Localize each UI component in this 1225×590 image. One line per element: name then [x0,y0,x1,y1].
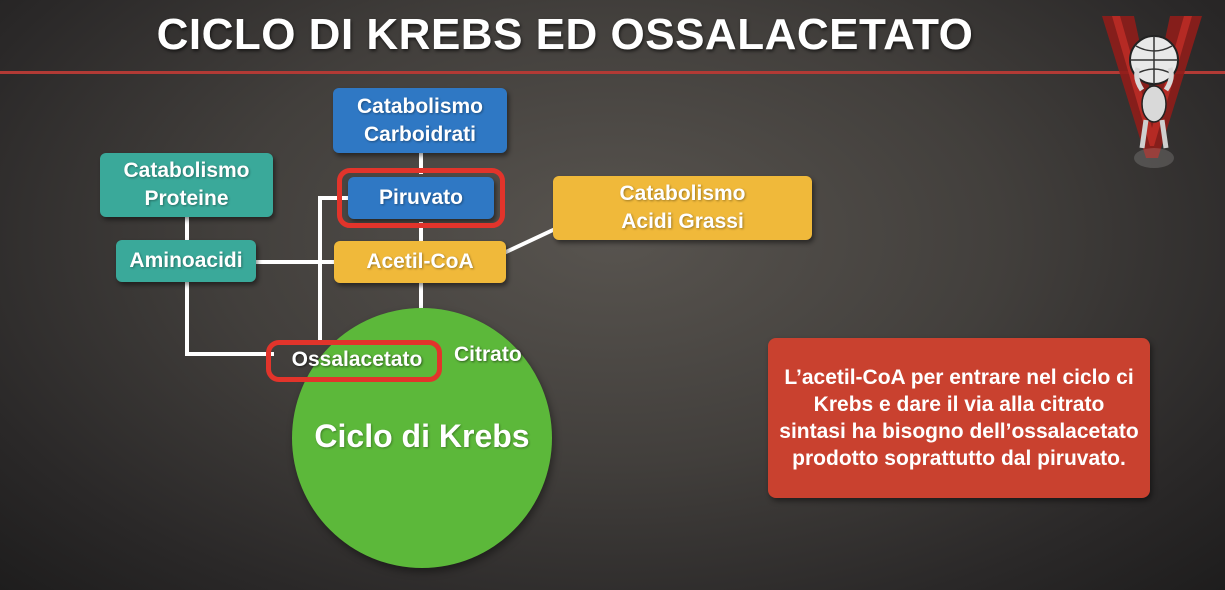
atlas-globe-logo-icon [1102,16,1202,168]
node-label-line1: Catabolismo [356,94,484,118]
node-catabolismo-carboidrati: Catabolismo Carboidrati [333,88,507,153]
line-acidigrassi-acetilcoa [503,227,556,255]
node-ossalacetato: Ossalacetato [291,348,423,371]
node-piruvato: Piruvato [348,177,494,219]
krebs-cycle-circle [292,308,552,568]
node-label-line1: Catabolismo [123,159,250,182]
slide-title: CICLO DI KREBS ED OSSALACETATO [156,10,974,59]
highlight-ossalacetato [266,340,442,382]
line-aminoacidi-ossalacetato [185,280,274,356]
explanation-note: L’acetil-CoA per entrare nel ciclo ci Kr… [768,338,1150,498]
node-citrato: Citrato [454,343,522,366]
node-acetil-coa: Acetil-CoA [334,241,506,283]
node-catabolismo-proteine: Catabolismo Proteine [100,153,273,217]
krebs-cycle-label: Ciclo di Krebs [314,418,530,454]
node-aminoacidi: Aminoacidi [116,240,256,282]
node-label-line2: Acidi Grassi [621,210,744,233]
note-text: L’acetil-CoA per entrare nel ciclo ci Kr… [779,366,1139,470]
node-label-line2: Carboidrati [363,122,476,146]
title-divider [0,71,1225,74]
node-catabolismo-acidi-grassi: Catabolismo Acidi Grassi [553,176,812,240]
node-label-line2: Proteine [144,187,229,210]
node-label-line1: Catabolismo [619,182,746,205]
highlight-piruvato [337,168,505,228]
